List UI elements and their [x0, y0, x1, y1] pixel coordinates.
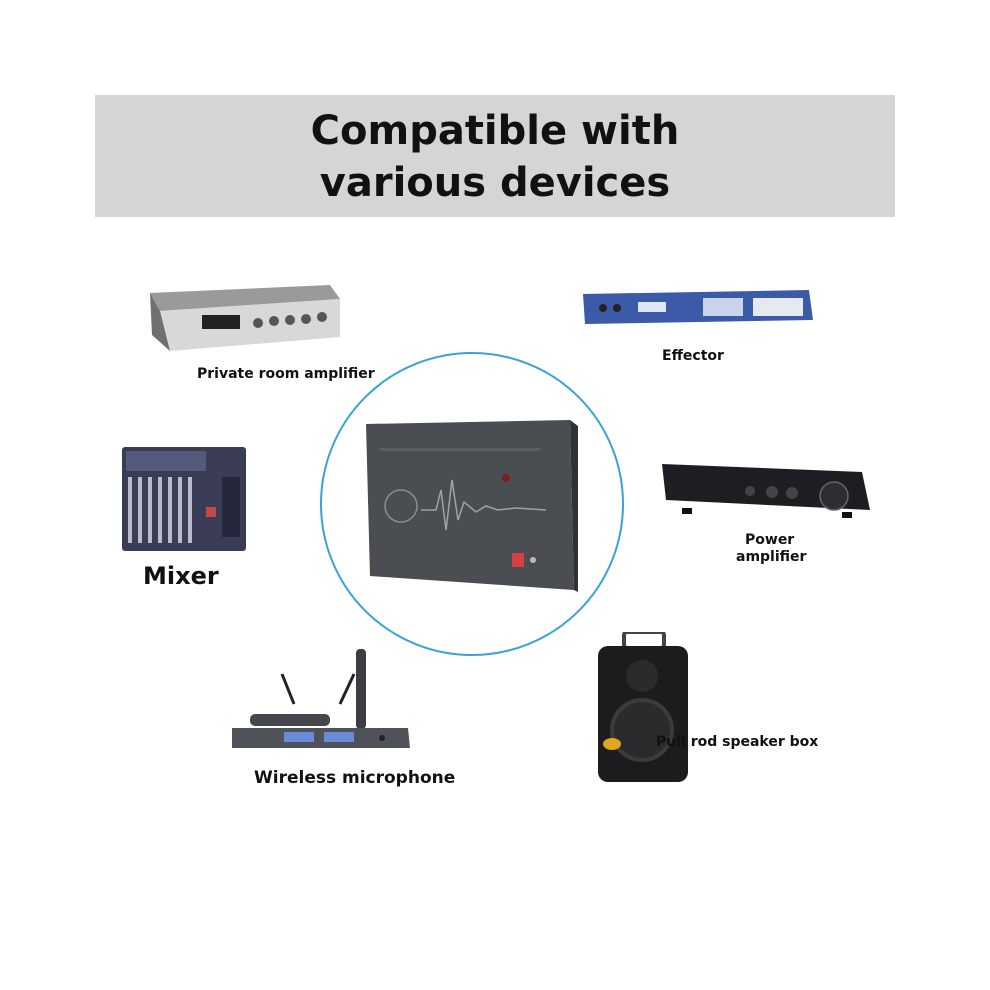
power-amplifier-image	[662, 462, 872, 520]
effector-label: Effector	[662, 348, 724, 364]
mixer-image	[122, 447, 246, 551]
banner-title: Compatible with various devices	[95, 105, 895, 209]
mixer-label: Mixer	[143, 562, 219, 590]
power-amplifier-label-line-1: Power	[745, 532, 795, 548]
private-room-amplifier-label: Private room amplifier	[197, 366, 375, 382]
banner-title-line-1: Compatible with	[310, 108, 680, 154]
center-device-image	[366, 420, 578, 596]
wireless-microphone-image	[232, 644, 410, 748]
banner-title-line-2: various devices	[319, 160, 671, 206]
title-banner: Compatible with various devices	[95, 95, 895, 217]
pull-rod-speaker-box-image	[598, 632, 690, 782]
private-room-amplifier-image	[150, 285, 342, 355]
effector-image	[583, 290, 813, 328]
power-amplifier-label-line-2: amplifier	[736, 549, 807, 565]
pull-rod-speaker-box-label: Pull rod speaker box	[656, 734, 819, 750]
wireless-microphone-label: Wireless microphone	[254, 768, 456, 788]
